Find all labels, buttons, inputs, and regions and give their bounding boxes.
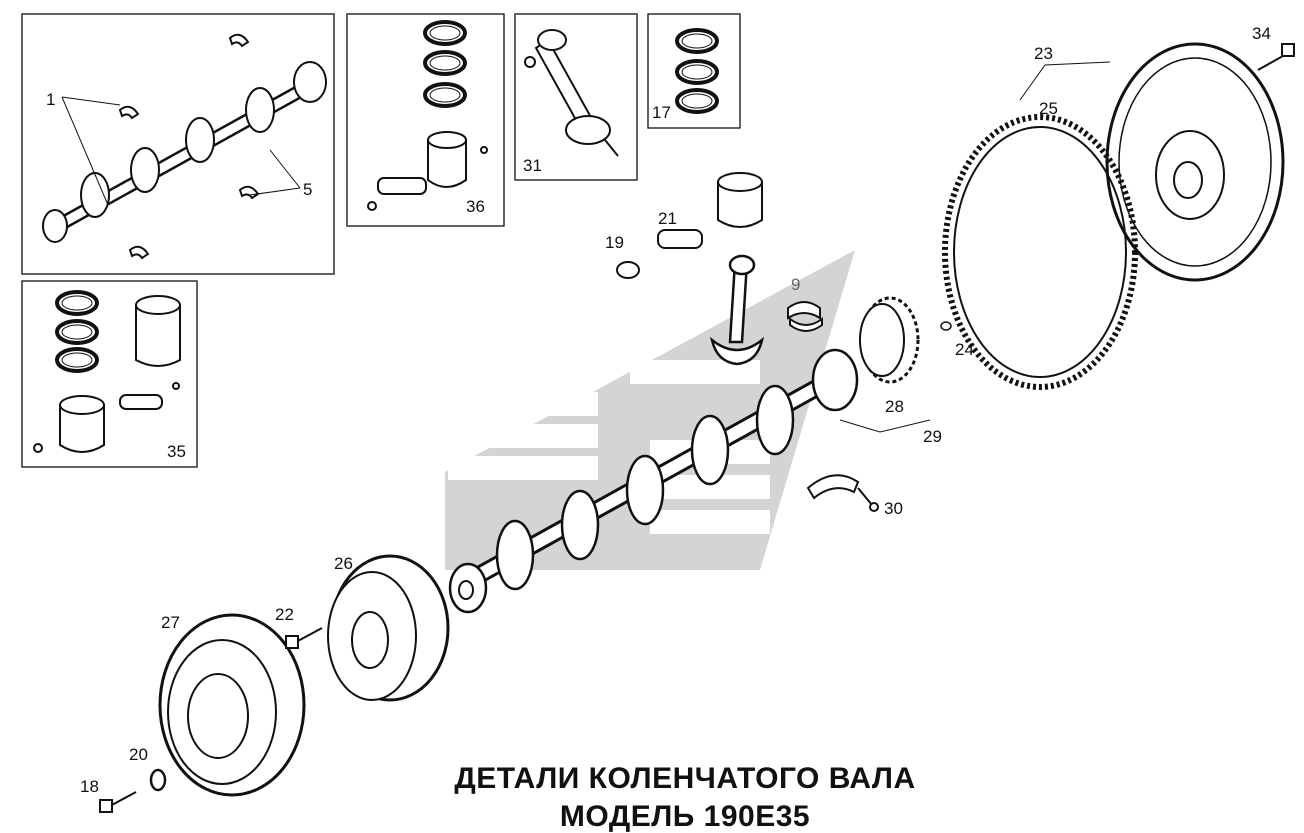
- bolt-18-icon: [99, 791, 137, 813]
- piston-assembly-icon: [616, 172, 763, 279]
- washer-icon: [149, 768, 167, 792]
- timing-gear-icon: [859, 296, 952, 384]
- callout-27: 27: [161, 613, 180, 632]
- callout-29: 29: [923, 427, 942, 446]
- callout-23: 23: [1034, 44, 1053, 63]
- callout-25: 25: [1039, 99, 1058, 118]
- callout-24: 24: [955, 340, 974, 359]
- callout-19: 19: [605, 233, 624, 252]
- cylinder-kit-icon: [33, 290, 181, 453]
- small-crankshaft-icon: [42, 33, 327, 260]
- callout-35: 35: [167, 442, 186, 461]
- leader-lines: [61, 96, 301, 206]
- callout-26: 26: [334, 554, 353, 573]
- callout-34: 34: [1252, 24, 1271, 43]
- crankshaft-inset-frame: [21, 13, 335, 275]
- rings-icon: [675, 28, 719, 114]
- callout-22: 22: [275, 605, 294, 624]
- callout-31: 31: [523, 156, 542, 175]
- rings-inset-frame: [647, 13, 741, 129]
- callout-17: 17: [652, 103, 671, 122]
- conrod-icon: [524, 29, 619, 157]
- leader-lines-flywheel: [1019, 61, 1111, 101]
- bolt-22-icon: [285, 627, 323, 649]
- conrod-center-icon: [709, 254, 765, 366]
- flywheel-icon: [1105, 42, 1285, 282]
- bearing-shell-icon: [787, 301, 823, 332]
- bolt-34-icon: [1257, 43, 1295, 71]
- callout-9: 9: [791, 275, 801, 294]
- main-crankshaft-icon: [448, 348, 859, 614]
- piston-inset-frame: [346, 13, 505, 227]
- callout-1: 1: [46, 90, 56, 109]
- callout-30: 30: [884, 499, 903, 518]
- ring-gear-icon: [942, 114, 1138, 390]
- callout-5: 5: [303, 180, 313, 199]
- leader-lines-center: [839, 419, 931, 433]
- damper-icon: [158, 613, 306, 797]
- inset-frames: [21, 13, 741, 468]
- callout-36: 36: [466, 197, 485, 216]
- callout-18: 18: [80, 777, 99, 796]
- callout-21: 21: [658, 209, 677, 228]
- conrod-inset-frame: [514, 13, 638, 181]
- callout-28: 28: [885, 397, 904, 416]
- piston-rings-icon: [423, 20, 467, 108]
- piston-icon: [367, 131, 488, 211]
- pulley-icon: [327, 554, 450, 702]
- diagram-title: ДЕТАЛИ КОЛЕНЧАТОГО ВАЛА: [454, 762, 916, 795]
- diagram-subtitle: МОДЕЛЬ 190E35: [559, 800, 811, 833]
- callout-20: 20: [129, 745, 148, 764]
- cylinder-kit-inset-frame: [21, 280, 198, 468]
- watermark-logo: [445, 250, 855, 570]
- bearing-cap-icon: [806, 474, 879, 512]
